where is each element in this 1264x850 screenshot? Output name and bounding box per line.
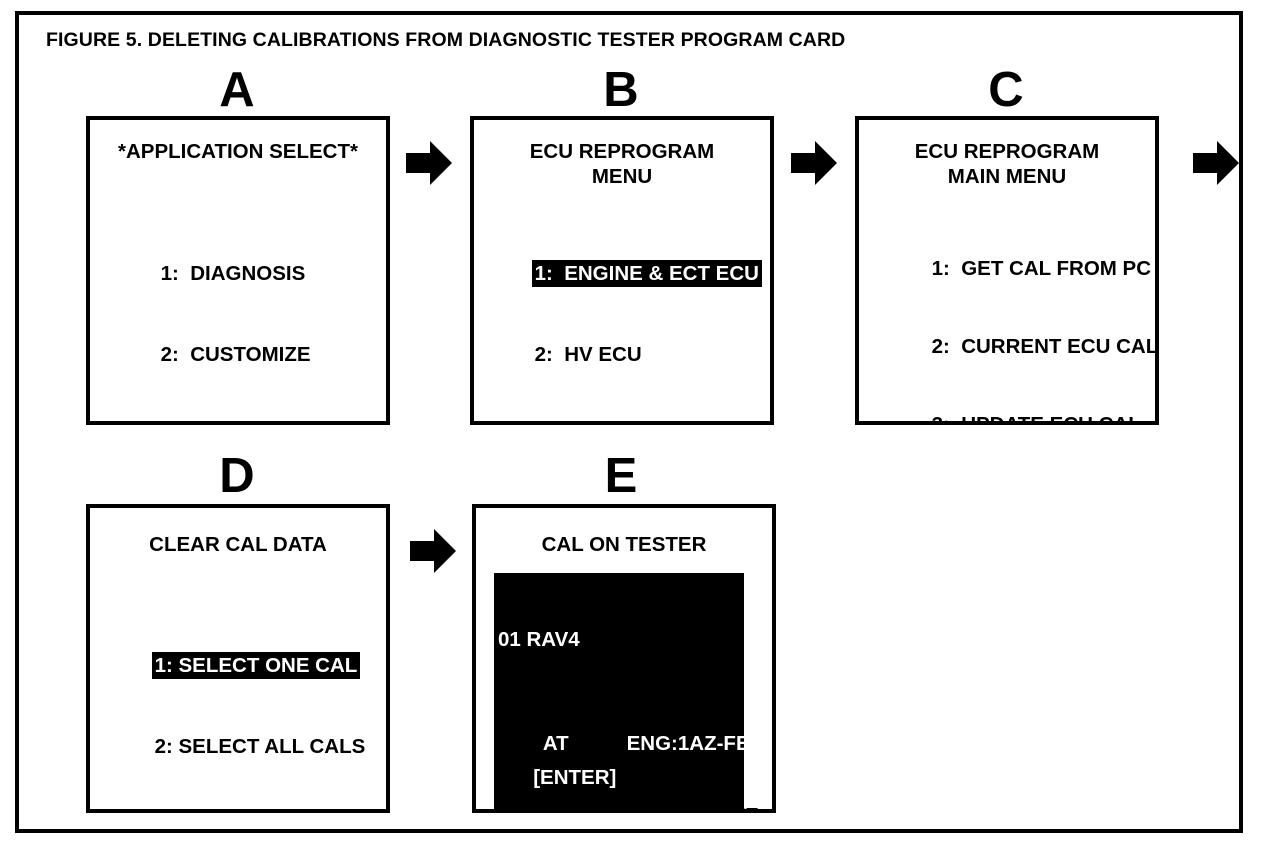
arrow-b-to-c — [791, 141, 837, 185]
panel-b-item-3[interactable]: 3: ECT ECU — [486, 395, 770, 425]
panel-c-item-3[interactable]: 3: UPDATE ECU CAL — [883, 386, 1155, 425]
panel-c-item-2-label: 2: CURRENT ECU CAL — [931, 335, 1159, 358]
panel-a-title: *APPLICATION SELECT* — [118, 140, 358, 163]
panel-d-menu: 1: SELECT ONE CAL 2: SELECT ALL CALS — [90, 625, 386, 787]
panel-e-cal-entry-2[interactable]: 01 RAV4 MT ENG:1AZ–FE — [494, 645, 759, 809]
panel-b-item-1-label: 1: ENGINE & ECT ECU — [531, 260, 762, 287]
exit-hint-text: [EXIT] TO RETURN — [549, 792, 734, 813]
panel-e-cal-entry-1-line1: 01 RAV4 — [498, 628, 580, 651]
panel-c-item-1-label: 1: GET CAL FROM PC — [931, 257, 1152, 280]
panel-c-screen: ECU REPROGRAM MAIN MENU 1: GET CAL FROM … — [855, 116, 1159, 425]
panel-e-cal-entry-1-engine: ENG:1AZ-FE — [626, 732, 750, 755]
panel-a-item-2[interactable]: 2: CUSTOMIZE — [112, 314, 386, 395]
panel-d-item-1-label: 1: SELECT ONE CAL — [151, 652, 361, 679]
panel-c-item-2[interactable]: 2: CURRENT ECU CAL — [883, 308, 1155, 386]
panel-c-title: ECU REPROGRAM MAIN MENU — [914, 140, 1100, 188]
panel-letter-e: E — [604, 449, 638, 503]
panel-b-item-1[interactable]: 1: ENGINE & ECT ECU — [486, 233, 770, 314]
panel-e-cal-entry-2-line2: MT ENG:1AZ–FE — [498, 777, 759, 809]
panel-e-cal-entry-2-trans: MT — [544, 804, 574, 809]
panel-letter-b: B — [603, 63, 639, 117]
arrow-a-to-b — [406, 141, 452, 185]
panel-a-item-1-label: 1: DIAGNOSIS — [160, 262, 306, 285]
panel-e-exit-hint: [EXIT] TO RETURN — [476, 765, 772, 813]
panel-e-enter-hint: [ENTER] TO SELECT — [498, 739, 738, 809]
panel-d-item-1[interactable]: 1: SELECT ONE CAL — [106, 625, 386, 706]
panel-e-cal-entry-1-trans: AT — [542, 732, 569, 755]
panel-a-item-1[interactable]: 1: DIAGNOSIS — [112, 233, 386, 314]
panel-b-title: ECU REPROGRAM MENU — [529, 140, 715, 188]
arrow-c-to-d — [1193, 141, 1239, 185]
panel-c-item-1[interactable]: 1: GET CAL FROM PC — [883, 230, 1155, 308]
arrow-d-to-e — [410, 529, 456, 573]
panel-e-cal-entry-1-line2: AT ENG:1AZ-FE — [498, 705, 750, 783]
panel-letter-c: C — [988, 63, 1024, 117]
panel-letter-d: D — [219, 449, 255, 503]
panel-d-screen: CLEAR CAL DATA 1: SELECT ONE CAL 2: SELE… — [86, 504, 390, 813]
panel-a-menu: 1: DIAGNOSIS 2: CUSTOMIZE 3: ECU REPROGR… — [90, 233, 386, 425]
panel-a-item-2-label: 2: CUSTOMIZE — [160, 343, 311, 366]
panel-c-item-3-label: 3: UPDATE ECU CAL — [931, 413, 1141, 425]
figure-title: FIGURE 5. DELETING CALIBRATIONS FROM DIA… — [46, 29, 846, 51]
panel-e-title: CAL ON TESTER — [541, 533, 707, 556]
panel-c-menu: 1: GET CAL FROM PC 2: CURRENT ECU CAL 3:… — [859, 230, 1155, 425]
panel-e-cal-entry-2-engine: ENG:1AZ–FE — [631, 803, 759, 809]
panel-e-screen: CAL ON TESTER 01 RAV4 AT ENG:1AZ-FE 01 RA… — [472, 504, 776, 813]
panel-a-screen: *APPLICATION SELECT* 1: DIAGNOSIS 2: CUS… — [86, 116, 390, 425]
panel-b-screen: ECU REPROGRAM MENU 1: ENGINE & ECT ECU 2… — [470, 116, 774, 425]
panel-d-item-2-label: 2: SELECT ALL CALS — [154, 735, 366, 758]
panel-a-item-3[interactable]: 3: ECU REPROGRAM — [112, 395, 386, 425]
panel-d-item-2[interactable]: 2: SELECT ALL CALS — [106, 706, 386, 787]
panel-d-title: CLEAR CAL DATA — [149, 533, 327, 556]
panel-b-item-3-label: 3: ECT ECU — [532, 422, 658, 425]
panel-letter-a: A — [219, 63, 255, 117]
panel-b-item-2[interactable]: 2: HV ECU — [486, 314, 770, 395]
panel-e-cal-entry-2-line1: 01 RAV4 — [498, 700, 580, 723]
enter-hint-text: TO SELECT — [617, 766, 738, 789]
panel-a-item-3-label: 3: ECU REPROGRAM — [158, 422, 378, 425]
panel-b-item-2-label: 2: HV ECU — [534, 343, 642, 366]
enter-key-badge[interactable]: [ENTER] — [532, 766, 618, 789]
panel-b-menu: 1: ENGINE & ECT ECU 2: HV ECU 3: ECT ECU — [474, 233, 770, 425]
